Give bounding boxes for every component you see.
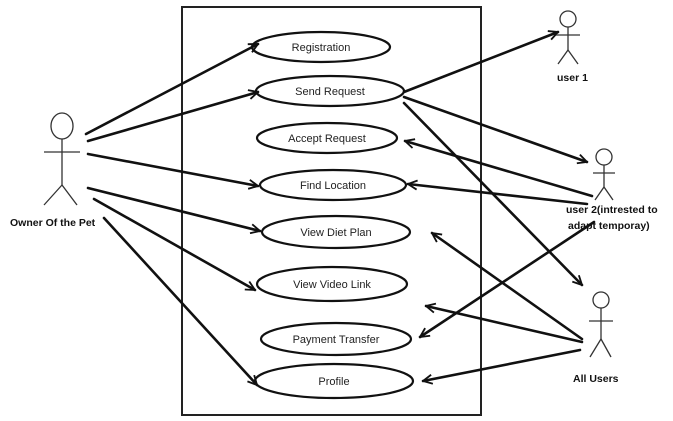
actor-user2: user 2(intrested to adapt temporay) xyxy=(566,148,658,232)
use-case-registration: Registration xyxy=(250,30,392,64)
use-case-label: Send Request xyxy=(295,86,365,98)
use-case-view-diet-plan: View Diet Plan xyxy=(260,214,412,250)
actor-figure xyxy=(593,148,615,201)
actor-user1: user 1 xyxy=(556,10,588,84)
actor-figure xyxy=(589,291,613,358)
association-all-users-profile xyxy=(423,348,582,381)
association-owner-send-request xyxy=(86,92,258,143)
use-case-label: Profile xyxy=(318,376,349,388)
association-owner-view-diet-plan xyxy=(86,186,260,231)
association-user2-find-location xyxy=(408,184,589,206)
association-all-users-view-diet-plan xyxy=(432,231,584,341)
use-case-find-location: Find Location xyxy=(258,168,408,202)
actor-user2-label-line2: adapt temporay) xyxy=(568,220,650,232)
actor-user2-label-line1: user 2(intrested to xyxy=(566,204,658,216)
use-case-label: Registration xyxy=(292,42,351,54)
association-owner-profile xyxy=(102,216,257,385)
use-case-label: Accept Request xyxy=(288,133,366,145)
use-case-label: Payment Transfer xyxy=(293,334,380,346)
use-case-payment-transfer: Payment Transfer xyxy=(259,321,413,357)
association-send-request-user1 xyxy=(402,32,558,94)
actor-owner-label: Owner Of the Pet xyxy=(10,217,96,229)
association-all-users-view-video-link xyxy=(426,306,584,344)
actor-all-users-label: All Users xyxy=(573,373,619,385)
association-user2-accept-request xyxy=(405,141,594,198)
use-case-accept-request: Accept Request xyxy=(255,121,399,155)
actor-figure xyxy=(556,10,580,65)
use-case-send-request: Send Request xyxy=(254,74,406,108)
use-case-profile: Profile xyxy=(253,362,415,400)
use-case-label: View Video Link xyxy=(293,279,371,291)
use-case-label: Find Location xyxy=(300,180,366,192)
actor-owner: Owner Of the Pet xyxy=(10,112,96,229)
association-owner-find-location xyxy=(86,152,258,186)
actor-all-users: All Users xyxy=(573,291,619,385)
association-user2-payment-transfer xyxy=(420,220,596,339)
use-case-label: View Diet Plan xyxy=(300,227,371,239)
association-owner-registration xyxy=(84,42,258,136)
actor-user1-label: user 1 xyxy=(557,72,588,84)
use-case-view-video-link: View Video Link xyxy=(255,265,409,303)
actor-figure xyxy=(43,112,80,206)
association-owner-view-video-link xyxy=(92,197,255,292)
association-send-request-user2 xyxy=(402,95,587,162)
